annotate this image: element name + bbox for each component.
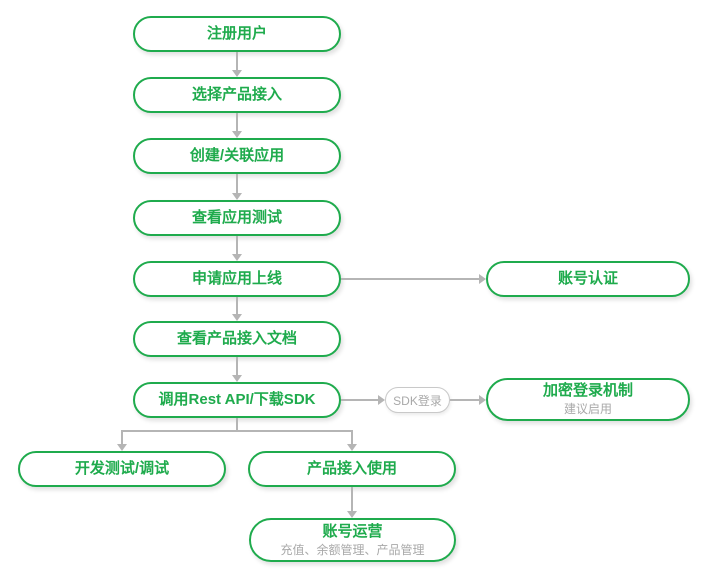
- node-encrypted-login: 加密登录机制 建议启用: [486, 378, 690, 421]
- arrow-docs-to-api: [236, 357, 238, 375]
- node-dev-test-debug: 开发测试/调试: [18, 451, 226, 487]
- node-label: 加密登录机制: [542, 382, 633, 399]
- arrowhead-down-icon: [347, 444, 357, 451]
- arrowhead-down-icon: [117, 444, 127, 451]
- arrow-apptest-to-apply: [236, 236, 238, 254]
- arrow-api-to-sdklogin: [341, 399, 378, 401]
- node-account-operation: 账号运营 充值、余额管理、产品管理: [249, 518, 456, 562]
- node-label: 申请应用上线: [191, 270, 282, 287]
- node-label: 查看产品接入文档: [176, 330, 297, 347]
- node-subtitle: 充值、余额管理、产品管理: [280, 542, 425, 557]
- arrow-select-to-create: [236, 113, 238, 131]
- node-create-associate-app: 创建/关联应用: [133, 138, 341, 174]
- node-apply-app-online: 申请应用上线: [133, 261, 341, 297]
- pill-label: SDK登录: [393, 393, 442, 408]
- node-label: 产品接入使用: [306, 460, 397, 477]
- arrow-productuse-to-accountops: [351, 487, 353, 511]
- arrowhead-right-icon: [479, 395, 486, 405]
- node-view-app-test: 查看应用测试: [133, 200, 341, 236]
- branch-horizontal-line: [122, 430, 353, 432]
- arrowhead-right-icon: [378, 395, 385, 405]
- arrow-api-to-productuse: [351, 430, 353, 444]
- arrowhead-down-icon: [232, 375, 242, 382]
- node-call-rest-api-download-sdk: 调用Rest API/下载SDK: [133, 382, 341, 418]
- sdk-login-pill: SDK登录: [385, 387, 450, 413]
- arrow-apply-to-docs: [236, 297, 238, 314]
- arrowhead-down-icon: [232, 193, 242, 200]
- branch-stem-line: [236, 418, 238, 431]
- arrowhead-down-icon: [232, 131, 242, 138]
- arrow-register-to-select: [236, 52, 238, 70]
- arrow-api-to-devtest: [121, 430, 123, 444]
- node-label: 选择产品接入: [191, 86, 282, 103]
- node-subtitle: 建议启用: [563, 402, 612, 416]
- arrowhead-right-icon: [479, 274, 486, 284]
- node-label: 开发测试/调试: [74, 460, 170, 477]
- node-view-product-docs: 查看产品接入文档: [133, 321, 341, 357]
- arrowhead-down-icon: [232, 254, 242, 261]
- node-label: 账号认证: [557, 270, 618, 287]
- arrow-apply-to-auth: [341, 278, 479, 280]
- node-account-auth: 账号认证: [486, 261, 690, 297]
- arrowhead-down-icon: [232, 314, 242, 321]
- arrow-sdklogin-to-encrypted: [450, 399, 479, 401]
- node-label: 创建/关联应用: [189, 147, 285, 164]
- node-select-product-access: 选择产品接入: [133, 77, 341, 113]
- node-label: 账号运营: [322, 522, 383, 540]
- node-label: 调用Rest API/下载SDK: [158, 391, 316, 408]
- arrow-create-to-apptest: [236, 174, 238, 193]
- node-product-access-use: 产品接入使用: [248, 451, 456, 487]
- arrowhead-down-icon: [232, 70, 242, 77]
- node-label: 查看应用测试: [191, 209, 282, 226]
- node-label: 注册用户: [206, 25, 267, 42]
- arrowhead-down-icon: [347, 511, 357, 518]
- node-register-user: 注册用户: [133, 16, 341, 52]
